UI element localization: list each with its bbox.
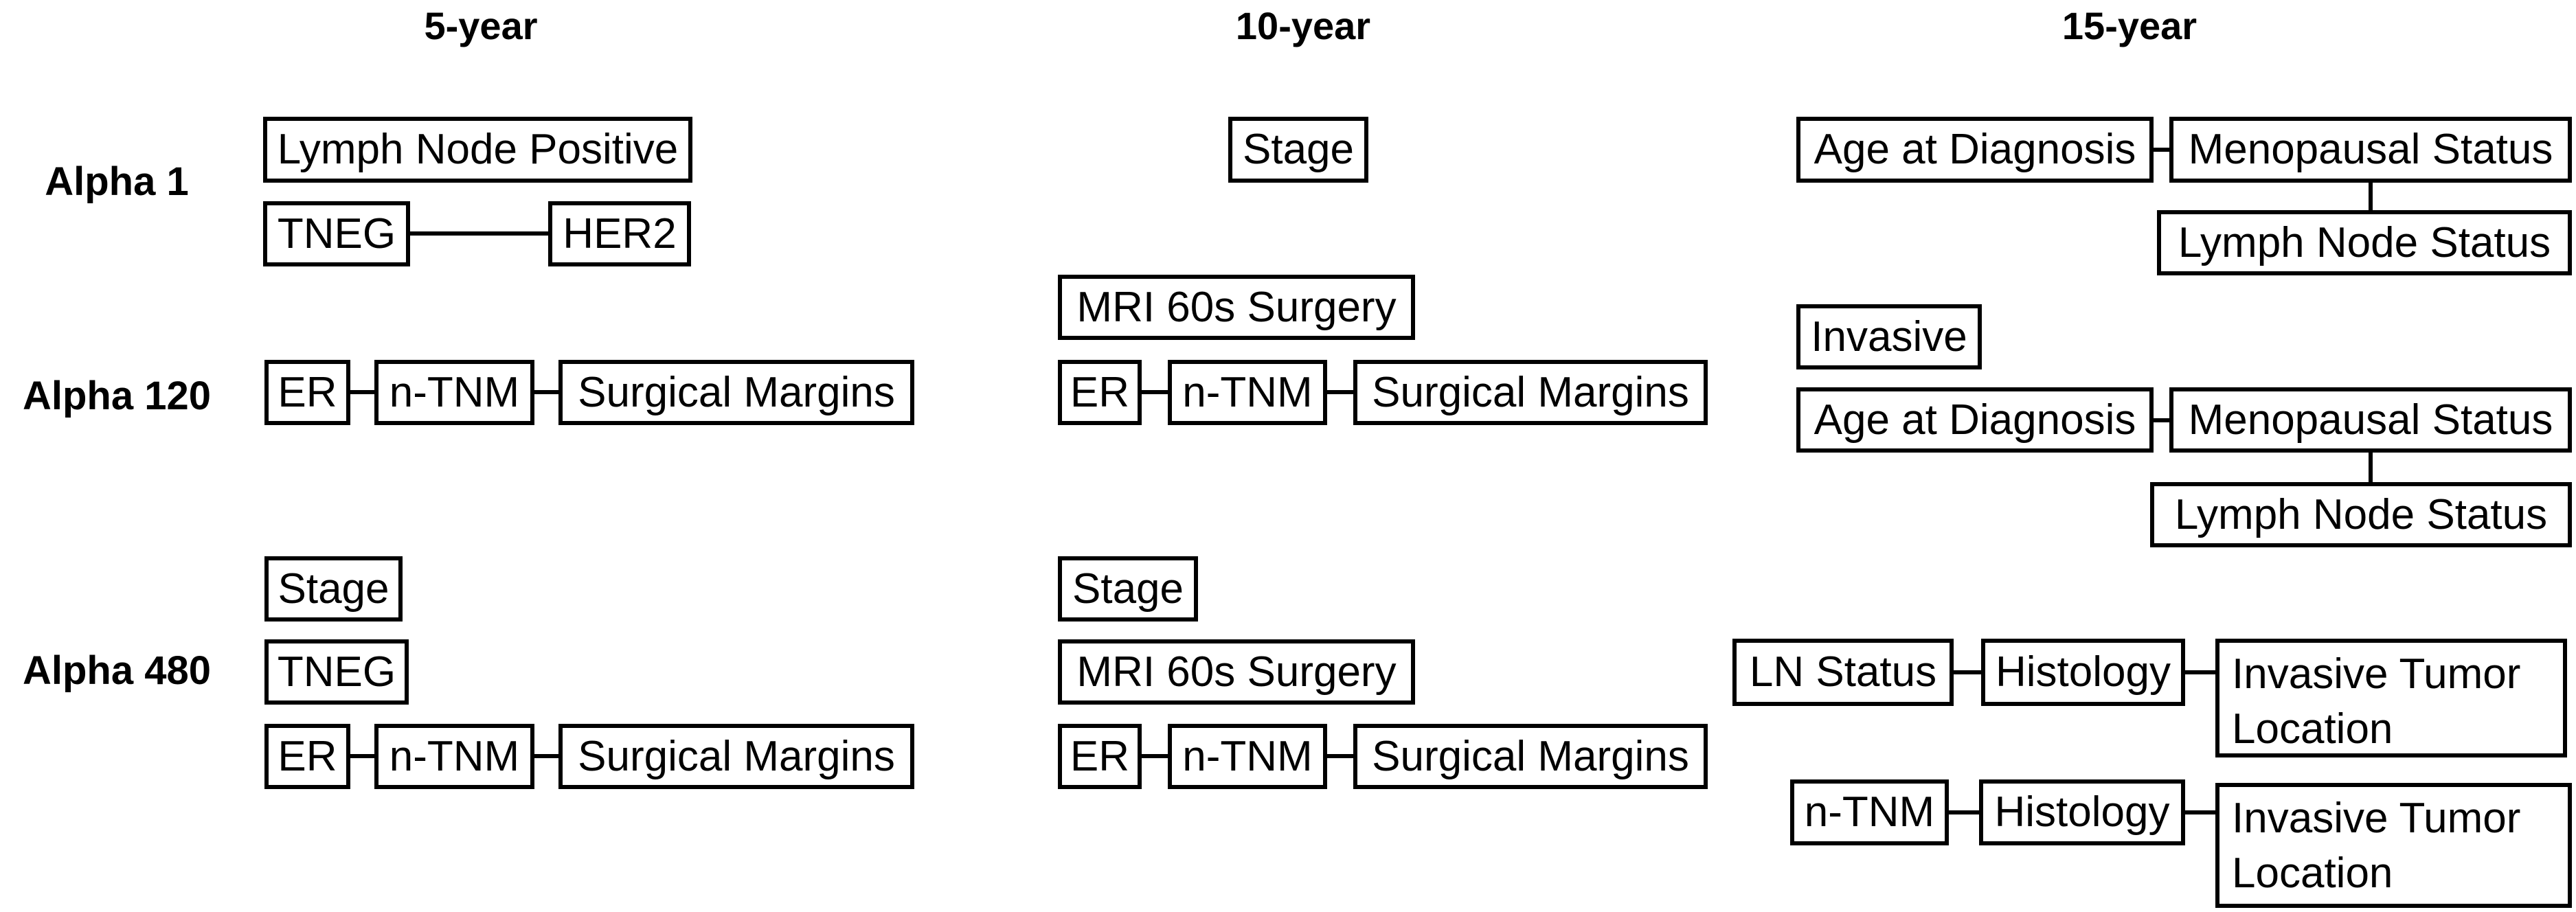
- connector-ntnm-surgical-margins-10yr-alpha120: [1327, 390, 1353, 394]
- box-surgical-margins-10yr-alpha120: Surgical Margins: [1353, 360, 1708, 425]
- connector-ntnm-surgical-margins-5yr-alpha480: [534, 754, 558, 758]
- connector-menopausal-lymph-node-15yr-alpha120: [2369, 453, 2373, 482]
- box-er-5yr-alpha480: ER: [264, 724, 350, 789]
- box-surgical-margins-5yr-alpha480: Surgical Margins: [558, 724, 914, 789]
- box-ln-status-15yr-alpha480: LN Status: [1732, 639, 1954, 706]
- connector-menopausal-lymph-node-15yr-alpha1: [2369, 183, 2373, 210]
- box-stage-10yr-alpha1: Stage: [1228, 117, 1368, 183]
- box-ntnm-5yr-alpha480: n-TNM: [374, 724, 534, 789]
- box-ntnm-5yr-alpha120: n-TNM: [374, 360, 534, 425]
- row-label-alpha-480: Alpha 480: [23, 648, 211, 693]
- connector-age-menopausal-15yr-alpha1: [2154, 148, 2169, 152]
- box-histology-2-15yr-alpha480: Histology: [1979, 779, 2185, 845]
- box-ntnm-10yr-alpha120: n-TNM: [1168, 360, 1327, 425]
- box-mri-60s-surgery-10yr-alpha480: MRI 60s Surgery: [1058, 639, 1415, 705]
- box-ntnm-15yr-alpha480: n-TNM: [1790, 779, 1949, 845]
- connector-ntnm-surgical-margins-10yr-alpha480: [1327, 754, 1353, 758]
- connector-ntnm-histology-15yr-alpha480: [1949, 810, 1979, 814]
- connector-histology-invasive-tumor-location-2: [2185, 810, 2215, 814]
- box-er-10yr-alpha480: ER: [1058, 724, 1142, 789]
- column-header-10-year: 10-year: [1235, 4, 1371, 47]
- box-mri-60s-surgery-10yr-alpha120: MRI 60s Surgery: [1058, 275, 1415, 340]
- box-invasive-tumor-location-2-15yr-alpha480: Invasive Tumor Location: [2215, 783, 2572, 908]
- box-er-5yr-alpha120: ER: [264, 360, 350, 425]
- box-menopausal-status-15yr-alpha120: Menopausal Status: [2169, 387, 2572, 453]
- box-stage-10yr-alpha480: Stage: [1058, 556, 1198, 622]
- box-invasive-15yr-alpha120: Invasive: [1796, 304, 1982, 369]
- box-surgical-margins-10yr-alpha480: Surgical Margins: [1353, 724, 1708, 789]
- connector-er-ntnm-10yr-alpha480: [1142, 754, 1168, 758]
- box-age-at-diagnosis-15yr-alpha120: Age at Diagnosis: [1796, 387, 2154, 453]
- connector-lnstatus-histology-15yr-alpha480: [1954, 670, 1981, 674]
- box-lymph-node-status-15yr-alpha1: Lymph Node Status: [2157, 210, 2572, 275]
- box-ntnm-10yr-alpha480: n-TNM: [1168, 724, 1327, 789]
- row-label-alpha-120: Alpha 120: [23, 374, 211, 418]
- box-er-10yr-alpha120: ER: [1058, 360, 1142, 425]
- column-header-15-year: 15-year: [2061, 4, 2197, 47]
- box-lymph-node-positive-5yr-alpha1: Lymph Node Positive: [263, 117, 692, 183]
- connector-er-ntnm-5yr-alpha480: [350, 754, 374, 758]
- connector-age-menopausal-15yr-alpha120: [2154, 418, 2169, 422]
- connector-er-ntnm-10yr-alpha120: [1142, 390, 1168, 394]
- box-menopausal-status-15yr-alpha1: Menopausal Status: [2169, 117, 2572, 183]
- connector-ntnm-surgical-margins-5yr-alpha120: [534, 390, 558, 394]
- connector-tneg-her2: [410, 231, 548, 236]
- box-tneg-5yr-alpha1: TNEG: [263, 201, 410, 266]
- box-stage-5yr-alpha480: Stage: [264, 556, 403, 622]
- box-tneg-5yr-alpha480: TNEG: [264, 639, 409, 705]
- connector-er-ntnm-5yr-alpha120: [350, 390, 374, 394]
- box-age-at-diagnosis-15yr-alpha1: Age at Diagnosis: [1796, 117, 2154, 183]
- box-histology-1-15yr-alpha480: Histology: [1981, 639, 2185, 706]
- column-header-5-year: 5-year: [424, 4, 538, 47]
- connector-histology-invasive-tumor-location-1: [2185, 670, 2215, 674]
- box-invasive-tumor-location-1-15yr-alpha480: Invasive Tumor Location: [2215, 639, 2567, 757]
- box-surgical-margins-5yr-alpha120: Surgical Margins: [558, 360, 914, 425]
- box-lymph-node-status-15yr-alpha120: Lymph Node Status: [2150, 482, 2572, 547]
- row-label-alpha-1: Alpha 1: [45, 159, 189, 204]
- box-her2-5yr-alpha1: HER2: [548, 201, 691, 266]
